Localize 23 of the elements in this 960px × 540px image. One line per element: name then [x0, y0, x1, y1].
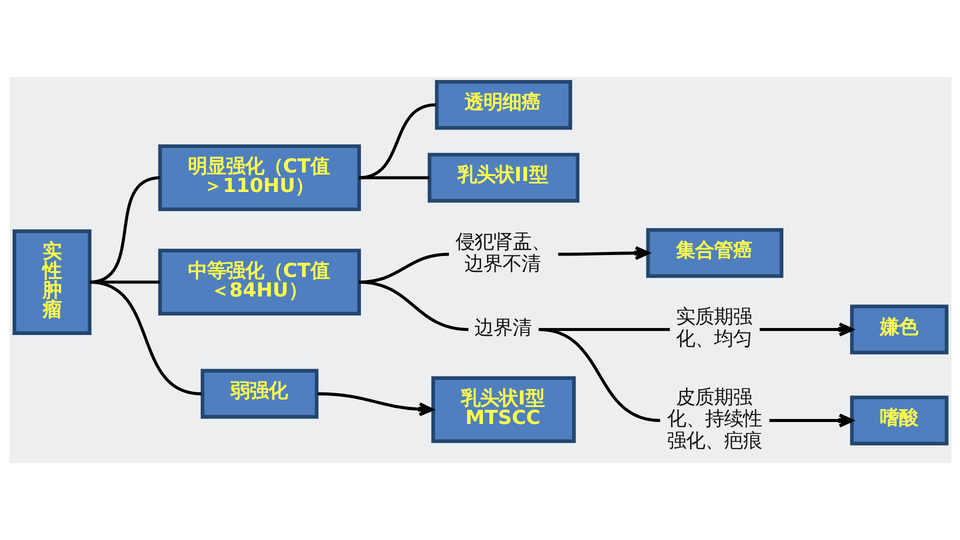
node-text: 侵犯肾盂、边界不清	[455, 230, 550, 275]
node-box: 嫌色	[850, 304, 948, 354]
node-box: 实性肿瘤	[12, 229, 91, 335]
node-box: 嗜酸	[850, 396, 948, 446]
node-box: 明显强化（CT值＞110HU）	[158, 144, 360, 212]
arrow	[759, 322, 853, 336]
arrow	[768, 414, 853, 428]
node-box: 乳头状I型 MTSCC	[430, 376, 576, 443]
arrow	[317, 392, 433, 416]
connector	[358, 176, 430, 180]
connector	[88, 280, 202, 396]
node-text: 实质期强化、均匀	[675, 305, 752, 350]
connector	[358, 103, 436, 180]
arrow	[558, 246, 650, 260]
node-box: 透明细癌	[434, 80, 572, 130]
connector	[538, 328, 660, 422]
node-text: 皮质期强化、持续性强化、疤痕	[666, 385, 762, 452]
node-box: 弱强化	[200, 368, 318, 419]
node-box: 集合管癌	[646, 228, 783, 278]
node-box: 中等强化（CT值＜84HU）	[158, 248, 360, 316]
node-box: 乳头状II型	[427, 152, 579, 203]
connector	[358, 280, 468, 331]
node-text: 边界清	[474, 316, 531, 340]
